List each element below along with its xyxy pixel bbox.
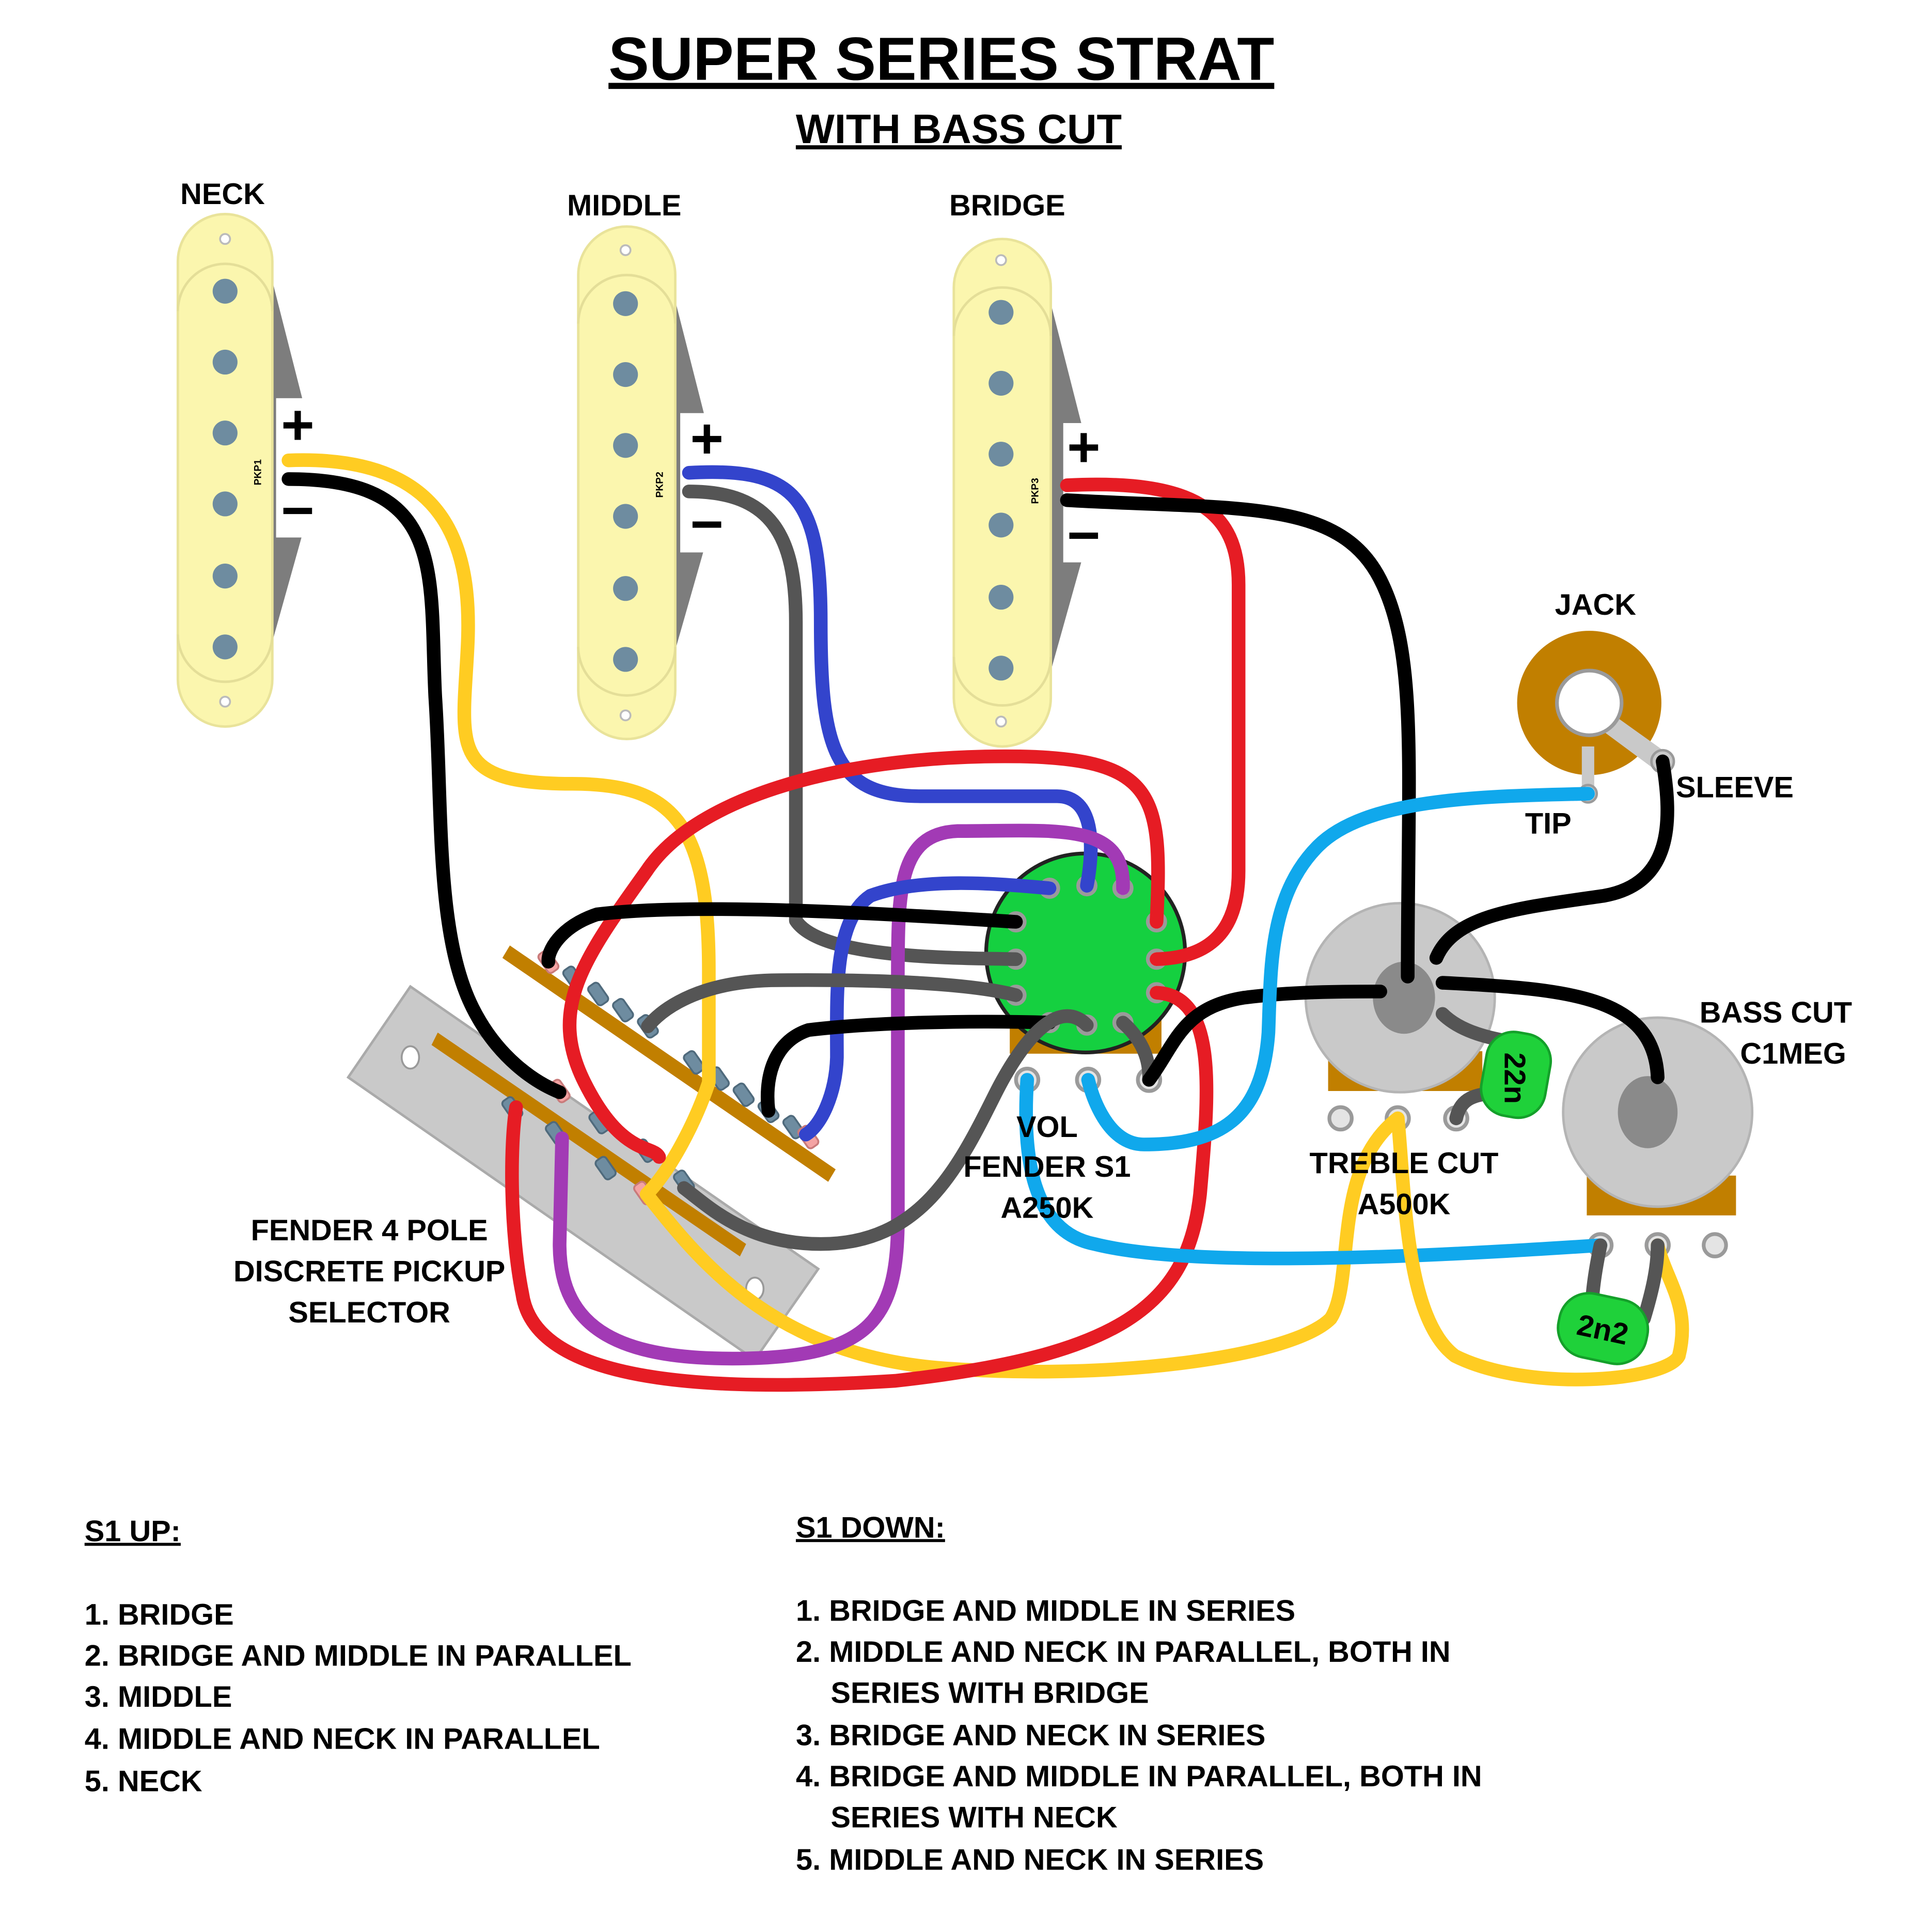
s1-up-item: 3. MIDDLE bbox=[85, 1680, 232, 1713]
middle-pickup-code: PKP2 bbox=[654, 472, 665, 497]
bass-capacitor: 2n2 bbox=[1557, 1291, 1650, 1365]
bridge-pickup: PKP3 + − bbox=[952, 238, 1101, 748]
s1-down-list: S1 DOWN: 1. BRIDGE AND MIDDLE IN SERIES … bbox=[796, 1511, 1482, 1876]
neck-plus-label: + bbox=[281, 393, 315, 457]
s1-down-item: 4. BRIDGE AND MIDDLE IN PARALLEL, BOTH I… bbox=[796, 1760, 1482, 1793]
s1-up-item: 5. NECK bbox=[85, 1765, 202, 1798]
s1-up-item: 4. MIDDLE AND NECK IN PARALLEL bbox=[85, 1723, 600, 1756]
neck-minus-label: − bbox=[281, 479, 315, 542]
sleeve-label: SLEEVE bbox=[1676, 771, 1794, 804]
bridge-pickup-label: BRIDGE bbox=[949, 189, 1065, 222]
volume-label-line1: VOL bbox=[1016, 1111, 1078, 1144]
treble-label-line2: A500K bbox=[1358, 1188, 1451, 1221]
s1-down-item: 1. BRIDGE AND MIDDLE IN SERIES bbox=[796, 1595, 1295, 1628]
s1-down-heading: S1 DOWN: bbox=[796, 1511, 945, 1544]
middle-minus-label: − bbox=[690, 493, 724, 556]
output-jack bbox=[1517, 631, 1675, 804]
page-title: SUPER SERIES STRAT bbox=[608, 25, 1274, 93]
treble-capacitor-value: 22n bbox=[1498, 1052, 1531, 1104]
bass-pot bbox=[1562, 1016, 1754, 1258]
bridge-plus-label: + bbox=[1067, 415, 1101, 479]
s1-up-list: S1 UP: 1. BRIDGE 2. BRIDGE AND MIDDLE IN… bbox=[85, 1515, 632, 1798]
wiring bbox=[281, 453, 1689, 1392]
s1-down-item: SERIES WITH NECK bbox=[830, 1801, 1118, 1834]
selector-label-line3: SELECTOR bbox=[288, 1296, 450, 1329]
selector-label-line2: DISCRETE PICKUP bbox=[233, 1255, 505, 1288]
jack-label: JACK bbox=[1555, 588, 1637, 621]
bass-label-line2: C1MEG bbox=[1740, 1037, 1846, 1070]
s1-up-item: 1. BRIDGE bbox=[85, 1598, 234, 1631]
s1-down-item: 5. MIDDLE AND NECK IN SERIES bbox=[796, 1843, 1264, 1876]
treble-pot bbox=[1304, 901, 1496, 1132]
bridge-pickup-code: PKP3 bbox=[1030, 478, 1041, 504]
volume-label-line3: A250K bbox=[1001, 1192, 1094, 1225]
s1-down-item: 3. BRIDGE AND NECK IN SERIES bbox=[796, 1719, 1265, 1752]
s1-up-heading: S1 UP: bbox=[85, 1515, 181, 1548]
treble-capacitor: 22n bbox=[1480, 1031, 1552, 1119]
middle-pickup-label: MIDDLE bbox=[567, 189, 681, 222]
bridge-minus-label: − bbox=[1067, 504, 1101, 567]
neck-pickup-label: NECK bbox=[180, 178, 265, 211]
neck-pickup: PKP1 + − bbox=[176, 213, 315, 728]
selector-label-line1: FENDER 4 POLE bbox=[251, 1214, 488, 1247]
s1-down-item: 2. MIDDLE AND NECK IN PARALLEL, BOTH IN bbox=[796, 1635, 1451, 1669]
middle-pickup: PKP2 + − bbox=[577, 225, 724, 740]
volume-label-line2: FENDER S1 bbox=[963, 1150, 1131, 1183]
treble-label-line1: TREBLE CUT bbox=[1310, 1147, 1499, 1180]
page-subtitle: WITH BASS CUT bbox=[796, 106, 1122, 152]
s1-down-item: SERIES WITH BRIDGE bbox=[830, 1677, 1149, 1710]
bass-label-line1: BASS CUT bbox=[1700, 996, 1852, 1030]
s1-up-item: 2. BRIDGE AND MIDDLE IN PARALLEL bbox=[85, 1639, 632, 1672]
neck-pickup-code: PKP1 bbox=[253, 459, 264, 486]
tip-label: TIP bbox=[1525, 807, 1572, 840]
middle-plus-label: + bbox=[690, 407, 724, 470]
